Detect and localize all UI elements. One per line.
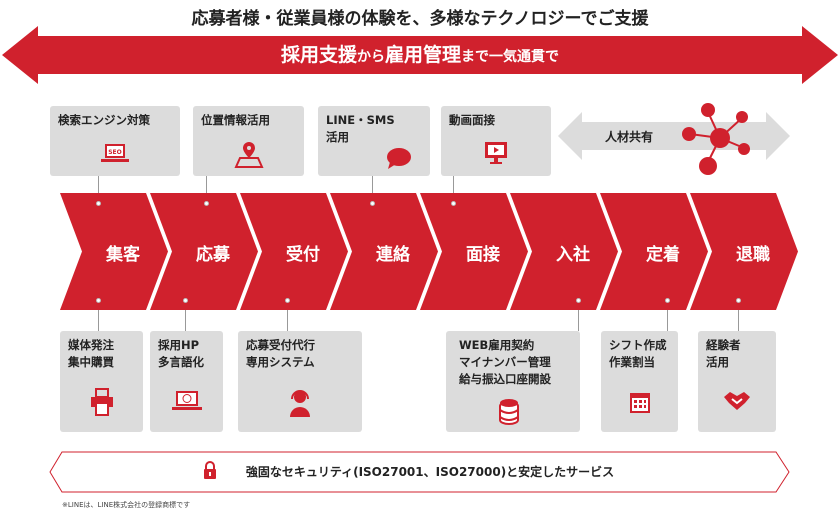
people-network-icon	[682, 103, 750, 175]
box-label: 採用HP	[158, 338, 200, 352]
feature-box-line-sms: LINE・SMS 活用	[318, 106, 430, 176]
printer-icon	[60, 387, 143, 422]
seo-text: SEO	[108, 149, 122, 156]
talent-share-arrow	[558, 112, 790, 160]
box-label: 集中購買	[68, 355, 114, 369]
talent-share-label: 人材共有	[605, 130, 654, 144]
banner-text: 採用支援から雇用管理まで一気通貫で	[0, 40, 840, 67]
video-monitor-icon	[441, 140, 551, 171]
handshake-icon	[698, 389, 776, 418]
connector-line	[287, 300, 288, 331]
stage-chevron	[420, 193, 528, 310]
connector-dot	[204, 201, 209, 206]
connector-dot	[285, 298, 290, 303]
feature-box-application-desk: 応募受付代行 専用システム	[238, 331, 362, 432]
chat-bubble-icon	[368, 146, 430, 175]
globe-laptop-icon	[150, 389, 223, 418]
headset-operator-icon	[238, 387, 362, 424]
banner-part: 雇用管理	[385, 44, 462, 66]
box-label: 経験者	[706, 338, 741, 352]
stage-label: 退職	[736, 245, 770, 265]
box-label: 多言語化	[158, 355, 204, 369]
page-title: 応募者様・従業員様の体験を、多様なテクノロジーでご支援	[191, 9, 649, 29]
connector-line	[667, 300, 668, 331]
connector-line	[185, 300, 186, 331]
feature-box-experienced: 経験者 活用	[698, 331, 776, 432]
connector-dot	[576, 298, 581, 303]
box-label: LINE・SMS	[326, 113, 395, 127]
footnote: ※LINEは、LINE株式会社の登録商標です	[62, 501, 191, 509]
process-chevrons	[60, 193, 798, 310]
security-text: 強固なセキュリティ(ISO27001、ISO27000)と安定したサービス	[245, 465, 615, 479]
connector-line	[738, 300, 739, 331]
seo-laptop-icon: SEO	[50, 142, 180, 171]
feature-box-location: 位置情報活用	[193, 106, 304, 176]
feature-box-video-interview: 動画面接	[441, 106, 551, 176]
feature-box-shift: シフト作成 作業割当	[601, 331, 678, 432]
connector-dot	[96, 201, 101, 206]
box-label: 動画面接	[449, 113, 495, 127]
stage-chevron	[60, 193, 168, 310]
stage-label: 集客	[106, 245, 140, 265]
banner-part: から	[357, 49, 385, 65]
calendar-icon	[601, 389, 678, 420]
double-arrow-banner	[2, 26, 838, 84]
stage-label: 応募	[196, 245, 230, 265]
box-label: 作業割当	[609, 355, 655, 369]
connector-line	[578, 300, 579, 331]
box-label: シフト作成	[609, 338, 667, 352]
stage-chevron	[690, 193, 798, 310]
stage-label: 定着	[646, 245, 680, 265]
box-label: マイナンバー管理	[459, 355, 551, 369]
box-label: WEB雇用契約	[459, 338, 535, 352]
feature-box-seo: 検索エンジン対策 SEO	[50, 106, 180, 176]
connector-line	[372, 176, 373, 204]
connector-dot	[96, 298, 101, 303]
connector-dot	[736, 298, 741, 303]
box-label: 検索エンジン対策	[58, 113, 150, 127]
box-label: 給与振込口座開設	[459, 372, 551, 386]
stage-chevron	[330, 193, 438, 310]
connector-line	[98, 300, 99, 331]
connector-dot	[370, 201, 375, 206]
connector-dot	[183, 298, 188, 303]
box-label: 活用	[706, 355, 729, 369]
feature-box-employment-contract: WEB雇用契約 マイナンバー管理 給与振込口座開設	[446, 331, 580, 432]
stage-label: 連絡	[376, 245, 410, 265]
box-label: 応募受付代行	[246, 338, 315, 352]
stage-chevron	[150, 193, 258, 310]
banner-part: まで一気通貫で	[461, 49, 560, 65]
box-label: 位置情報活用	[201, 113, 270, 127]
connector-line	[453, 176, 454, 204]
connector-dot	[665, 298, 670, 303]
box-label: 媒体発注	[68, 338, 114, 352]
map-pin-icon	[193, 140, 304, 173]
feature-box-recruit-site: 採用HP 多言語化	[150, 331, 223, 432]
connector-line	[98, 176, 99, 204]
lock-icon	[204, 461, 216, 479]
connector-dot	[451, 201, 456, 206]
stage-label: 受付	[286, 245, 320, 265]
box-label: 活用	[326, 130, 349, 144]
database-icon	[438, 397, 580, 432]
stage-chevron	[240, 193, 348, 310]
security-banner	[49, 451, 790, 493]
connector-line	[206, 176, 207, 204]
stage-label: 面接	[466, 245, 500, 265]
feature-box-media-order: 媒体発注 集中購買	[60, 331, 143, 432]
stage-label: 入社	[556, 245, 590, 265]
stage-chevron	[510, 193, 618, 310]
box-label: 専用システム	[246, 355, 315, 369]
banner-part: 採用支援	[280, 44, 357, 66]
stage-chevron	[600, 193, 708, 310]
